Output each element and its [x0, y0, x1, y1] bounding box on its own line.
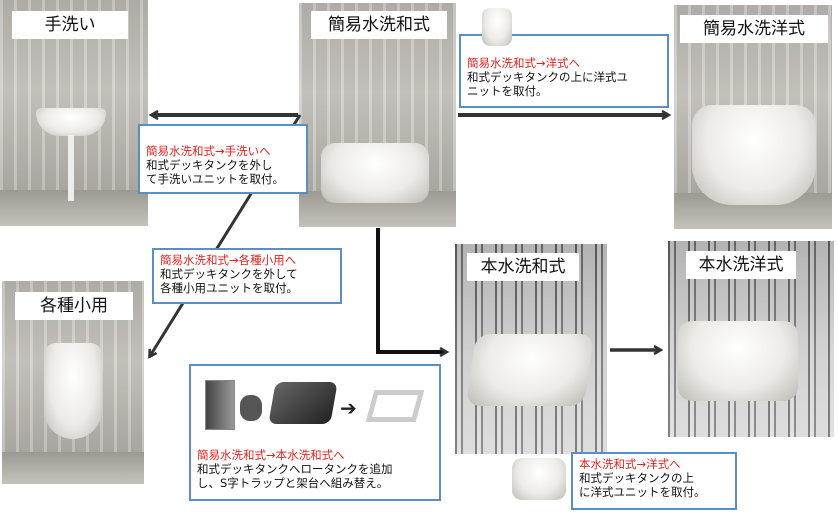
- note-line: 和式デッキタンクの上: [579, 471, 694, 485]
- panel-hon-yo: 本水洗洋式: [668, 241, 834, 437]
- frame-part-icon: [365, 390, 425, 422]
- panel-hon-wa: 本水洗和式: [455, 244, 607, 454]
- urinal-image: [44, 343, 102, 439]
- squat-toilet-image: [321, 143, 429, 203]
- note-line: し、S字トラップと架台へ組み替え。: [197, 476, 389, 490]
- western-unit-icon: [512, 458, 566, 500]
- panel-label-hon-wa: 本水洗和式: [467, 253, 579, 281]
- western-toilet-3d-image: [678, 321, 798, 401]
- panel-kani-wa: 簡易水洗和式: [299, 3, 456, 227]
- note-title: 本水洗和式→洋式へ: [579, 457, 681, 471]
- trap-part-icon: [240, 395, 262, 421]
- western-unit-icon: [482, 8, 512, 46]
- note-title: 簡易水洗和式→各種小用へ: [160, 253, 297, 267]
- note-title: 簡易水洗和式→手洗いへ: [146, 144, 271, 158]
- western-toilet-image: [692, 105, 816, 205]
- panel-label-shoyo: 各種小用: [15, 292, 133, 320]
- right-arrow-icon: ➔: [340, 396, 357, 420]
- note-title: 簡易水洗和式→洋式へ: [467, 56, 581, 70]
- panel-label-tearai: 手洗い: [12, 11, 128, 39]
- note-hon-to-yo: 本水洗和式→洋式へ 和式デッキタンクの上 に洋式ユニットを取付。: [571, 452, 737, 510]
- note-line: に洋式ユニットを取付。: [579, 485, 706, 499]
- hand-sink-image: [36, 108, 106, 136]
- panel-label-kani-yo: 簡易水洗洋式: [680, 15, 828, 43]
- note-line: 和式デッキタンクを外し: [146, 158, 273, 172]
- note-to-shoyo: 簡易水洗和式→各種小用へ 和式デッキタンクを外して 各種小用ユニットを取付。: [152, 248, 342, 304]
- deck-tank-part-icon: [268, 382, 338, 424]
- note-title: 簡易水洗和式→本水洗和式へ: [197, 448, 345, 462]
- arrow-to-hon-wa: [376, 228, 446, 352]
- note-to-tearai: 簡易水洗和式→手洗いへ 和式デッキタンクを外し て手洗いユニットを取付。: [138, 124, 308, 194]
- note-line: 和式デッキタンクを外して: [160, 267, 298, 281]
- note-line: ニットを取付。: [467, 84, 548, 98]
- panel-label-kani-wa: 簡易水洗和式: [311, 11, 447, 39]
- panel-kani-yo: 簡易水洗洋式: [674, 5, 832, 229]
- low-tank-part-icon: [205, 380, 235, 430]
- panel-shoyo: 各種小用: [2, 281, 144, 484]
- note-line: 各種小用ユニットを取付。: [160, 281, 298, 295]
- note-line: 和式デッキタンクへロータンクを追加: [197, 462, 393, 476]
- panel-tearai: 手洗い: [0, 0, 148, 226]
- note-line: 和式デッキタンクの上に洋式ユ: [467, 70, 628, 84]
- sink-pipe: [68, 135, 74, 201]
- panel-label-hon-yo: 本水洗洋式: [686, 251, 796, 279]
- squat-toilet-3d-image: [465, 334, 595, 406]
- note-to-yoshiki: 簡易水洗和式→洋式へ 和式デッキタンクの上に洋式ユ ニットを取付。: [459, 34, 669, 108]
- note-line: て手洗いユニットを取付。: [146, 172, 284, 186]
